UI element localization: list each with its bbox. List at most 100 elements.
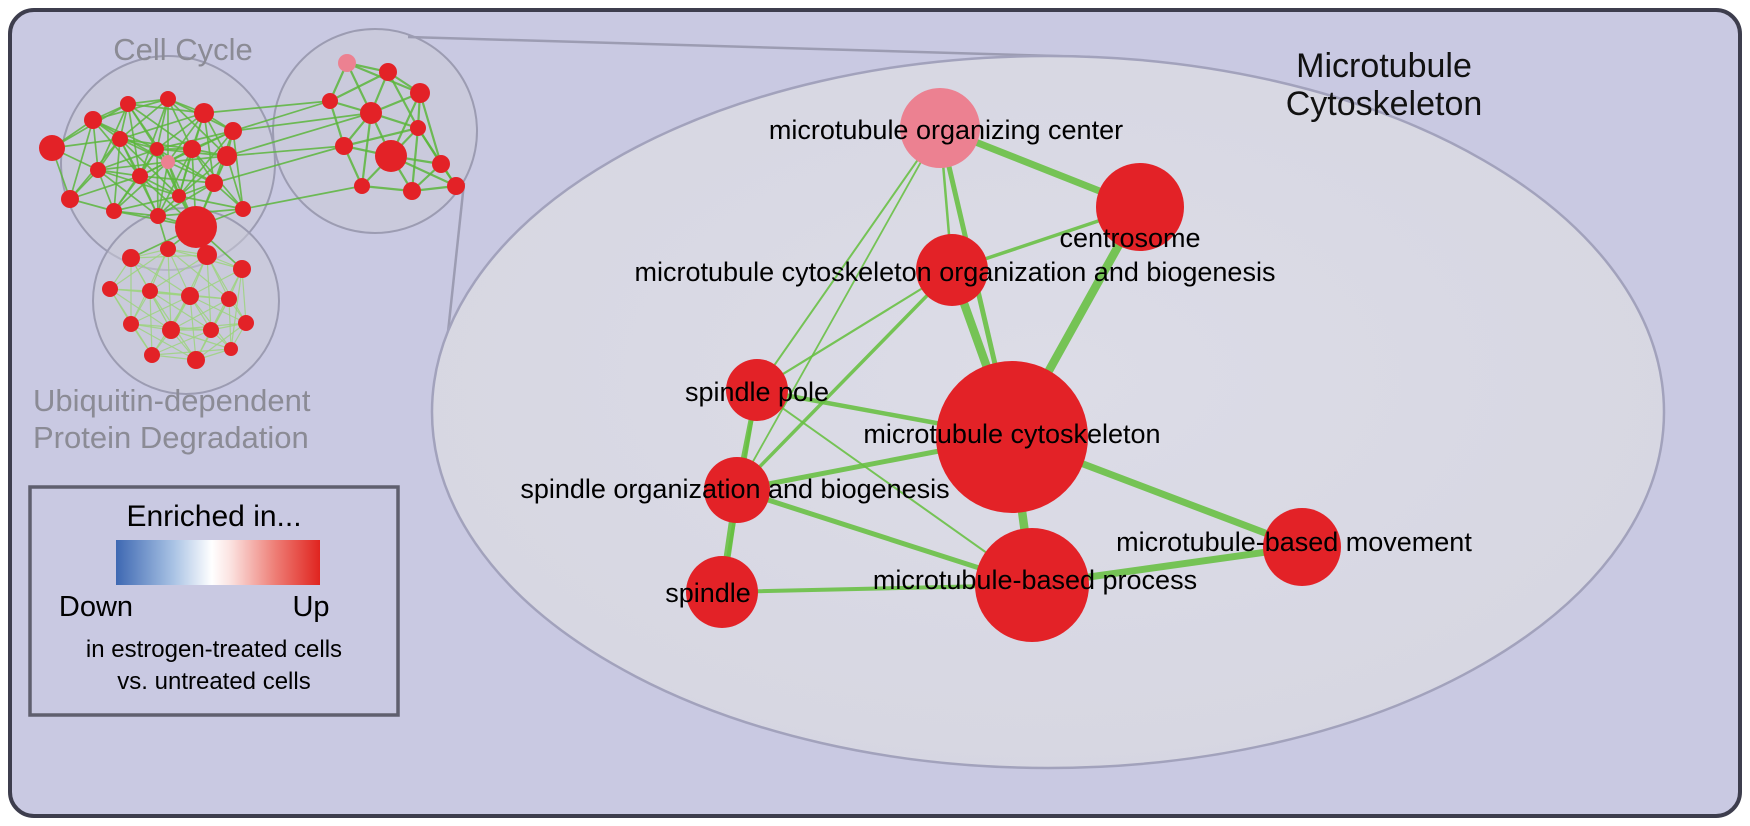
edge-3-8 [167, 98, 193, 150]
node-39[interactable] [221, 291, 237, 307]
edge-38-43 [189, 295, 247, 324]
node-41[interactable] [162, 321, 180, 339]
node-label-moc: microtubule organizing center [769, 115, 1123, 145]
node-43[interactable] [238, 315, 254, 331]
node-23[interactable] [322, 93, 338, 109]
legend-caption-line2: vs. untreated cells [117, 668, 310, 695]
node-spn[interactable] [686, 556, 758, 628]
node-0[interactable] [39, 135, 65, 161]
edge-18-19 [178, 195, 244, 210]
node-label-mbm: microtubule-based movement [1116, 527, 1472, 557]
node-mcob[interactable] [916, 234, 988, 306]
node-24[interactable] [360, 102, 382, 124]
edge-6-15 [113, 138, 121, 212]
node-22[interactable] [410, 83, 430, 103]
node-44[interactable] [144, 347, 160, 363]
node-label-spn: spindle [665, 578, 751, 608]
node-6[interactable] [112, 131, 128, 147]
node-17[interactable] [175, 206, 217, 248]
node-30[interactable] [403, 182, 421, 200]
legend-box [28, 485, 400, 717]
node-cen[interactable] [1096, 163, 1184, 251]
node-15[interactable] [106, 203, 122, 219]
edge-41-46 [170, 329, 232, 350]
node-label-cen: centrosome [1059, 223, 1200, 253]
node-42[interactable] [203, 322, 219, 338]
node-45[interactable] [187, 351, 205, 369]
node-mbp[interactable] [975, 528, 1089, 642]
node-10[interactable] [90, 162, 106, 178]
edge-3-9 [167, 98, 228, 157]
node-36[interactable] [102, 281, 118, 297]
node-26[interactable] [335, 137, 353, 155]
edge-24-29 [360, 111, 373, 188]
node-27[interactable] [375, 140, 407, 172]
edge-21-23 [328, 70, 390, 103]
edge-6-19 [119, 138, 180, 197]
edge-moc-sob [736, 127, 941, 491]
node-16[interactable] [150, 208, 166, 224]
node-21[interactable] [379, 63, 397, 81]
edge-7-10 [97, 148, 158, 171]
legend: Enriched in... Down Up in estrogen-treat… [28, 485, 400, 717]
edge-33-41 [167, 248, 172, 331]
edge-mcob-sob [735, 268, 954, 492]
edge-7-19 [156, 148, 180, 197]
node-9[interactable] [217, 146, 237, 166]
node-29[interactable] [354, 178, 370, 194]
node-25[interactable] [410, 120, 426, 136]
edge-34-37 [149, 254, 208, 292]
node-3[interactable] [160, 91, 176, 107]
node-11[interactable] [132, 168, 148, 184]
node-13[interactable] [205, 174, 223, 192]
node-34[interactable] [197, 245, 217, 265]
overview-network [39, 54, 465, 369]
edge-44-46 [151, 348, 232, 356]
node-46[interactable] [224, 342, 238, 356]
legend-gradient-bar [116, 540, 320, 585]
node-40[interactable] [123, 316, 139, 332]
edge-42-44 [151, 329, 212, 356]
edge-35-43 [241, 268, 247, 324]
node-7[interactable] [150, 142, 164, 156]
node-38[interactable] [181, 287, 199, 305]
node-moc[interactable] [900, 88, 980, 168]
node-14[interactable] [61, 190, 79, 208]
node-19[interactable] [172, 189, 186, 203]
node-2[interactable] [120, 96, 136, 112]
node-4[interactable] [194, 103, 214, 123]
node-33[interactable] [160, 241, 176, 257]
node-label-mc: microtubule cytoskeleton [863, 419, 1160, 449]
node-12[interactable] [161, 155, 175, 169]
node-label-mbp: microtubule-based process [873, 565, 1197, 595]
edge-39-41 [170, 298, 230, 331]
magnification-line-top [407, 35, 1091, 59]
ubiquitin-label-line2: Protein Degradation [33, 420, 309, 455]
node-35[interactable] [233, 260, 251, 278]
node-31[interactable] [447, 177, 465, 195]
edge-9-24 [226, 112, 372, 157]
node-5[interactable] [224, 122, 242, 140]
legend-caption-line1: in estrogen-treated cells [86, 636, 342, 663]
node-sp[interactable] [726, 359, 788, 421]
legend-up-label: Up [292, 591, 329, 623]
node-20[interactable] [338, 54, 356, 72]
legend-title: Enriched in... [126, 500, 301, 533]
edge-9-19 [178, 155, 228, 197]
edge-18-29 [242, 185, 363, 210]
node-28[interactable] [432, 155, 450, 173]
node-37[interactable] [142, 283, 158, 299]
node-mc[interactable] [936, 361, 1088, 513]
node-8[interactable] [183, 140, 201, 158]
edge-36-41 [109, 288, 172, 331]
edge-moc-sp [756, 127, 941, 391]
node-mbm[interactable] [1263, 508, 1341, 586]
node-32[interactable] [122, 249, 140, 267]
detail-title-line2: Cytoskeleton [1286, 85, 1483, 123]
node-18[interactable] [235, 201, 251, 217]
edge-37-44 [149, 290, 153, 356]
node-1[interactable] [84, 111, 102, 129]
node-sob[interactable] [704, 457, 770, 523]
edge-4-12 [167, 112, 205, 163]
